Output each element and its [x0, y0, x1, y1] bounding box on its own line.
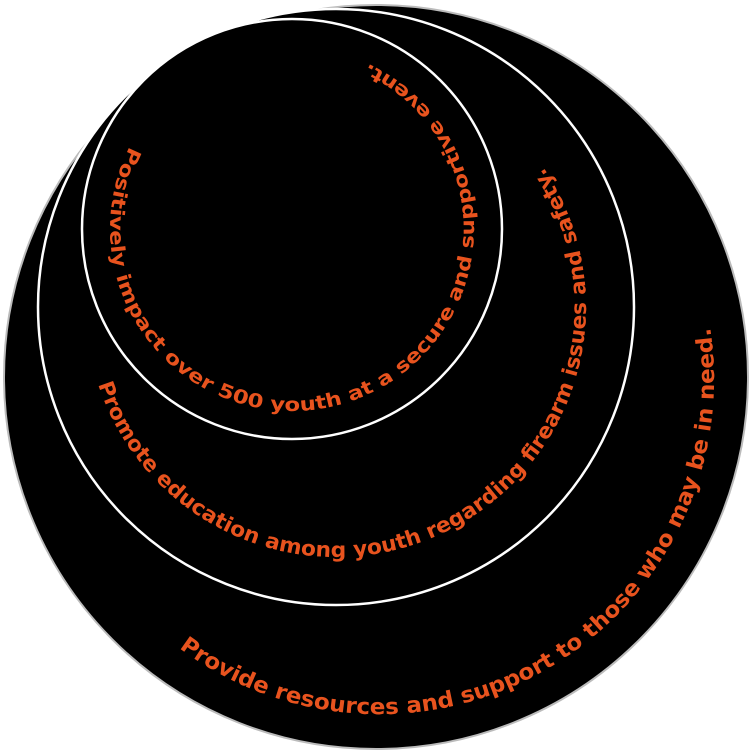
inner-ring: [80, 17, 504, 441]
